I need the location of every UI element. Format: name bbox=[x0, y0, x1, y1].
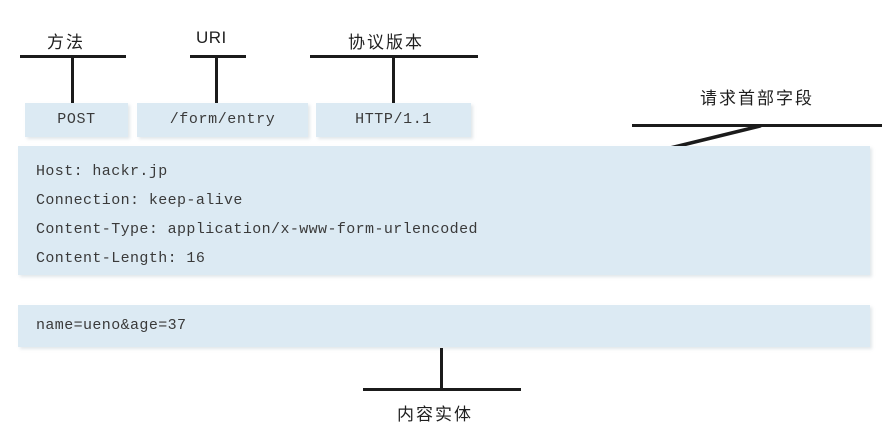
request-version-box: HTTP/1.1 bbox=[316, 103, 471, 137]
body-line-payload: name=ueno&age=37 bbox=[36, 317, 187, 334]
header-line-connection: Connection: keep-alive bbox=[36, 192, 243, 209]
request-headers-panel: Host: hackr.jp Connection: keep-alive Co… bbox=[18, 146, 870, 275]
request-body-panel: name=ueno&age=37 bbox=[18, 305, 870, 347]
request-uri-value: /form/entry bbox=[169, 111, 276, 128]
annotation-rule-uri-stem bbox=[215, 55, 218, 105]
annotation-rule-version-stem bbox=[392, 55, 395, 105]
annotation-label-uri: URI bbox=[196, 28, 227, 47]
annotation-label-header-fields: 请求首部字段 bbox=[700, 89, 814, 109]
request-version-value: HTTP/1.1 bbox=[355, 111, 432, 128]
request-method-value: POST bbox=[57, 111, 96, 128]
header-line-host: Host: hackr.jp bbox=[36, 163, 168, 180]
annotation-rule-uri-horizontal bbox=[190, 55, 246, 58]
header-line-content-length: Content-Length: 16 bbox=[36, 250, 206, 267]
request-uri-box: /form/entry bbox=[137, 103, 308, 137]
annotation-label-body-entity: 内容实体 bbox=[397, 405, 473, 425]
header-line-content-type: Content-Type: application/x-www-form-url… bbox=[36, 221, 478, 238]
request-method-box: POST bbox=[25, 103, 128, 137]
annotation-label-method: 方法 bbox=[47, 33, 85, 53]
annotation-rule-body-horizontal bbox=[363, 388, 521, 391]
annotation-rule-body-stem bbox=[440, 348, 443, 390]
annotation-label-version: 协议版本 bbox=[348, 33, 424, 53]
annotation-rule-method-stem bbox=[71, 55, 74, 105]
